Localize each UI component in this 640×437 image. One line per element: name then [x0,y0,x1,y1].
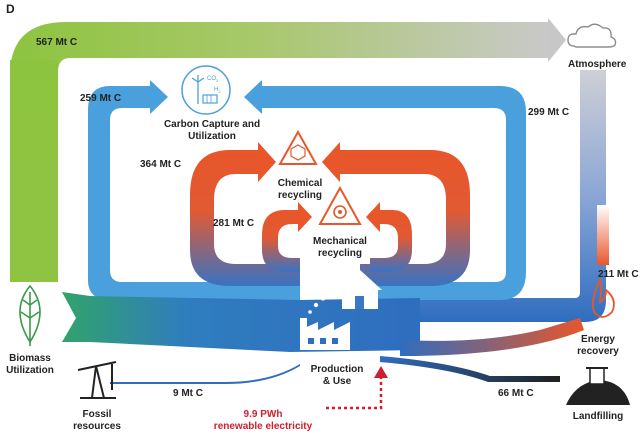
flow-biomass-column [10,60,58,282]
node-label-mechanical-line2: recycling [318,248,362,259]
flow-label-atmosphere-return: 299 Mt C [528,107,569,118]
node-label-energy-line1: Energy [581,334,615,345]
flow-chemical-arrowhead-right [322,142,340,182]
pump-jack-icon [77,361,117,399]
node-label-chemical-line1: Chemical [278,178,323,189]
flow-label-ccu: 259 Mt C [80,93,121,104]
flow-label-energy: 211 Mt C [598,269,639,280]
flame-icon [591,277,615,318]
mechanical-recycling-icon [318,185,362,225]
chemical-recycling-icon [278,129,318,165]
flow-atmosphere-to-production [420,70,606,322]
flow-biomass-atmosphere [10,22,548,282]
electricity-arrowhead [374,366,388,378]
flow-label-chemical: 364 Mt C [140,159,181,170]
electricity-dotted-line [326,376,383,410]
node-label-fossil-line1: Fossil [83,409,112,420]
node-label-fossil-line2: resources [73,421,121,432]
leaf-icon [19,284,41,346]
panel-label: D [6,2,15,16]
node-label-ccu-line1: Carbon Capture and [164,119,260,130]
flow-label-landfill: 66 Mt C [498,388,534,399]
cloud-icon [567,23,617,48]
ccu-icon: CO2 H2 [181,65,231,115]
node-label-landfill: Landfilling [573,411,624,422]
node-label-biomass-line1: Biomass [9,353,51,364]
flow-label-mechanical: 281 Mt C [213,218,254,229]
node-label-atmosphere: Atmosphere [568,59,627,70]
flow-fossil-to-production [110,364,300,384]
node-label-production-line2: & Use [323,376,352,387]
flow-mechanical-arrowhead-left [298,202,312,232]
electricity-label: renewable electricity [214,421,313,432]
flow-mechanical-arrowhead-right [366,202,380,232]
flow-energy-to-atmosphere [597,205,609,265]
flow-production-to-landfill [380,356,560,382]
flow-mechanical-loop-right [370,210,412,272]
house-door [355,296,364,309]
flow-mechanical-loop [262,210,300,272]
h2-label: H2 [214,87,221,94]
node-label-chemical-line2: recycling [278,190,322,201]
flow-production-to-energy [400,318,584,356]
node-label-biomass-line2: Utilization [6,365,54,376]
flow-chemical-loop-right [340,150,470,286]
node-label-energy-line2: recovery [577,346,619,357]
flow-ccu-arrowhead-left [150,80,168,114]
factory-windows [308,338,338,344]
flow-ccu-loop [88,86,300,300]
flow-label-biomass: 567 Mt C [36,37,77,48]
flow-biomass-arrowhead [548,18,566,62]
flow-label-fossil: 9 Mt C [173,388,203,399]
landfill-icon [566,367,630,405]
flow-ccu-arrowhead-right [244,80,262,114]
smoke-puffs [308,295,326,314]
co2-label: CO2 [207,76,219,83]
flow-chemical-loop [190,150,300,286]
node-label-production-line1: Production [311,364,364,375]
flow-ccu-loop-right [262,86,526,300]
node-label-mechanical-line1: Mechanical [313,236,367,247]
flow-chemical-arrowhead-left [258,142,276,182]
electricity-value: 9.9 PWh [244,409,283,420]
node-label-ccu-line2: Utilization [188,131,236,142]
